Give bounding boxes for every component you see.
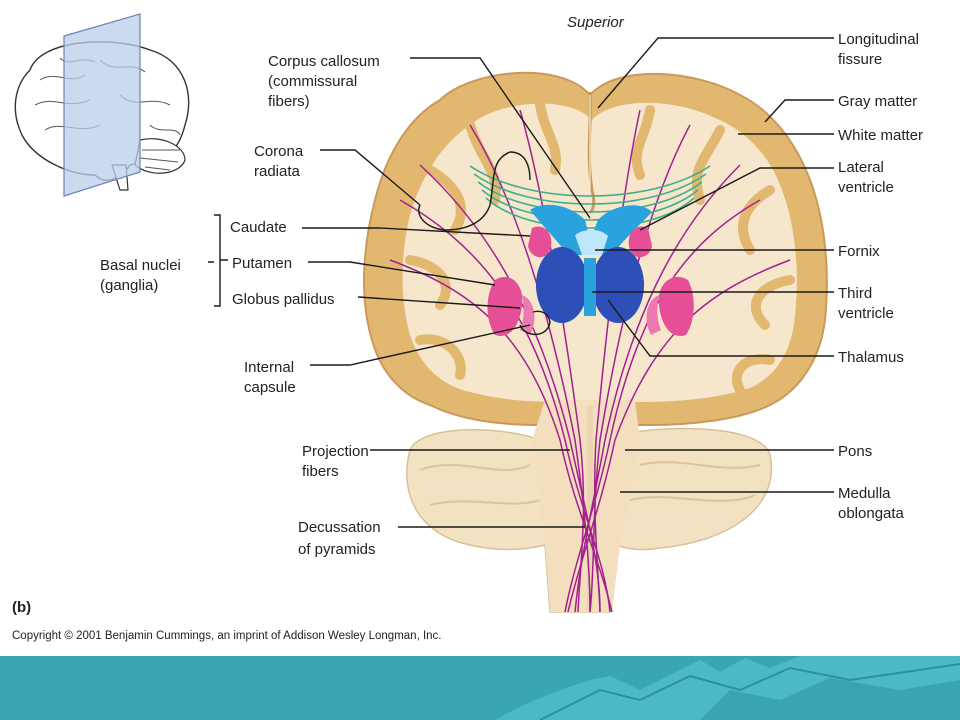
projection-fiber xyxy=(567,259,791,613)
projection-fiber xyxy=(564,199,761,613)
inset-brain-sketch xyxy=(14,13,190,197)
label-lateral-ventricle: Lateral ventricle xyxy=(838,159,894,196)
corpus-callosum-fibers xyxy=(469,165,711,229)
globus-pallidus-right xyxy=(646,295,661,335)
fornix xyxy=(575,229,608,255)
projection-fiber xyxy=(593,109,641,613)
label-basal-nuclei: Basal nuclei (ganglia) xyxy=(100,257,185,294)
globus-pallidus-left xyxy=(520,295,535,335)
label-medulla-oblongata: Medulla oblongata xyxy=(838,485,905,522)
commissural-fiber xyxy=(469,165,711,197)
commissural-fiber xyxy=(485,197,695,229)
projection-fiber xyxy=(469,124,591,613)
thalamus-left xyxy=(536,247,588,323)
label-longitudinal-fissure: Longitudinal fissure xyxy=(838,31,923,68)
projection-fiber xyxy=(389,259,613,613)
commissural-fiber xyxy=(481,189,699,221)
lateral-ventricle xyxy=(530,204,652,255)
label-corona-radiata: Corona radiata xyxy=(254,143,307,180)
label-projection-fibers: Projection fibers xyxy=(302,443,373,480)
label-caudate: Caudate xyxy=(230,219,287,236)
commissural-fiber xyxy=(477,181,703,213)
copyright-text: Copyright © 2001 Benjamin Cummings, an i… xyxy=(12,630,442,642)
footer-band xyxy=(0,656,960,720)
label-globus-pallidus: Globus pallidus xyxy=(232,291,335,308)
superior-label: Superior xyxy=(567,14,625,31)
label-thalamus: Thalamus xyxy=(838,349,904,366)
panel-label: (b) xyxy=(12,599,31,616)
label-decussation: Decussation of pyramids xyxy=(298,519,385,558)
leader-lines xyxy=(208,37,834,528)
projection-fibers xyxy=(389,109,791,613)
commissural-fiber xyxy=(473,173,707,205)
label-third-ventricle: Third ventricle xyxy=(838,285,894,322)
label-fornix: Fornix xyxy=(838,243,880,260)
label-gray-matter: Gray matter xyxy=(838,93,917,110)
projection-fiber xyxy=(519,109,585,613)
caudate-left xyxy=(528,226,552,258)
label-white-matter: White matter xyxy=(838,127,923,144)
thalamus-right xyxy=(592,247,644,323)
projection-fiber xyxy=(399,199,611,613)
third-ventricle xyxy=(584,258,596,316)
label-pons: Pons xyxy=(838,443,872,460)
label-internal-capsule: Internal capsule xyxy=(244,359,298,396)
label-putamen: Putamen xyxy=(232,255,292,272)
label-corpus-callosum: Corpus callosum (commissural fibers) xyxy=(268,53,384,110)
